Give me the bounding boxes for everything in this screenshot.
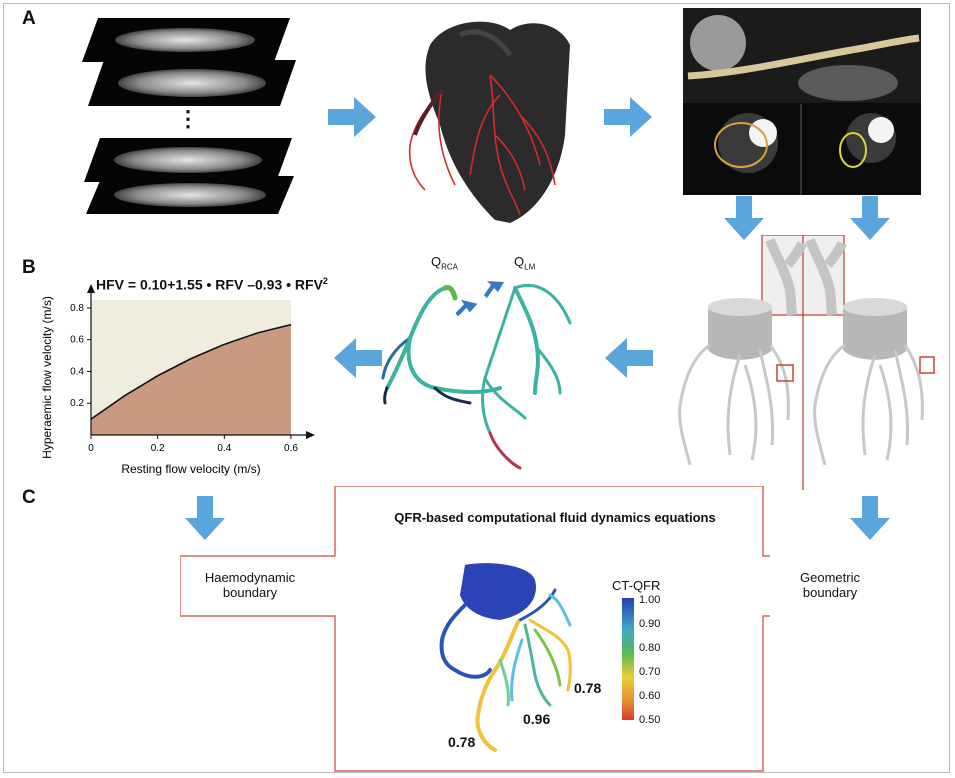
boundary-title: QFR-based computational fluid dynamics e… xyxy=(394,510,716,525)
qfr-value-label: 0.78 xyxy=(448,734,476,750)
coronary-3d-model xyxy=(678,298,794,466)
heart-segmentation-model xyxy=(408,21,570,223)
qfr-value-label: 0.96 xyxy=(523,711,551,727)
panel-label-b: B xyxy=(22,257,36,278)
coronary-tree-flow-model xyxy=(381,283,572,470)
boundary-cross-box xyxy=(180,486,770,772)
ct-slice xyxy=(86,176,294,214)
chart-area-series xyxy=(91,324,291,435)
y-tick-label: 0.4 xyxy=(70,366,84,377)
x-tick-label: 0.6 xyxy=(284,443,298,454)
equation-label: HFV = 0.10+1.55 • RFV –0.93 • RFV2 xyxy=(96,276,328,293)
flow-arrow-icon xyxy=(456,300,478,317)
arrow-right-icon xyxy=(328,97,376,137)
arrow-down-icon xyxy=(724,196,764,240)
x-axis-label: Resting flow velocity (m/s) xyxy=(121,462,260,476)
cpr-image-panel xyxy=(683,8,921,195)
geometric-3d-models xyxy=(678,235,935,490)
ct-qfr-model xyxy=(439,563,572,752)
arrow-down-icon xyxy=(185,496,225,540)
x-tick-label: 0 xyxy=(88,443,94,454)
ct-slice xyxy=(84,138,292,182)
ct-slice xyxy=(82,18,290,62)
colorbar-tick: 1.00 xyxy=(639,594,661,606)
q-lm-label: QLM xyxy=(514,254,536,272)
chart-curve-line xyxy=(90,323,292,420)
colorbar-tick: 0.50 xyxy=(639,714,661,726)
y-tick-label: 0.6 xyxy=(70,335,84,346)
flow-arrow-icon xyxy=(484,281,504,298)
colorbar-tick: 0.70 xyxy=(639,666,661,678)
ct-slice xyxy=(88,60,296,106)
arrow-left-icon xyxy=(334,338,382,378)
colorbar-tick: 0.80 xyxy=(639,642,661,654)
x-tick-label: 0.2 xyxy=(151,443,165,454)
y-axis-label: Hyperaemic flow velocity (m/s) xyxy=(40,296,54,459)
panel-label-a: A xyxy=(22,8,36,29)
q-rca-label: QRCA xyxy=(431,254,459,272)
colorbar-tick: 0.60 xyxy=(639,690,661,702)
arrow-down-icon xyxy=(850,196,890,240)
ct-slice-stack xyxy=(82,18,296,214)
arrow-left-icon xyxy=(605,338,653,378)
panel-label-c: C xyxy=(22,487,36,508)
y-tick-label: 0.2 xyxy=(70,398,84,409)
y-axis-arrow-icon xyxy=(87,284,95,293)
ct-qfr-colorbar xyxy=(622,598,634,720)
coronary-3d-model xyxy=(813,298,935,466)
arrow-down-icon xyxy=(850,496,890,540)
ellipsis-dots: ⋮ xyxy=(177,106,199,131)
x-tick-label: 0.4 xyxy=(217,443,231,454)
x-axis-arrow-icon xyxy=(306,431,315,439)
y-tick-label: 0.8 xyxy=(70,303,84,314)
qfr-value-label: 0.78 xyxy=(574,680,602,696)
arrow-right-icon xyxy=(604,97,652,137)
colorbar-tick: 0.90 xyxy=(639,618,661,630)
colorbar-title: CT-QFR xyxy=(612,578,661,593)
figure-frame xyxy=(3,3,950,773)
